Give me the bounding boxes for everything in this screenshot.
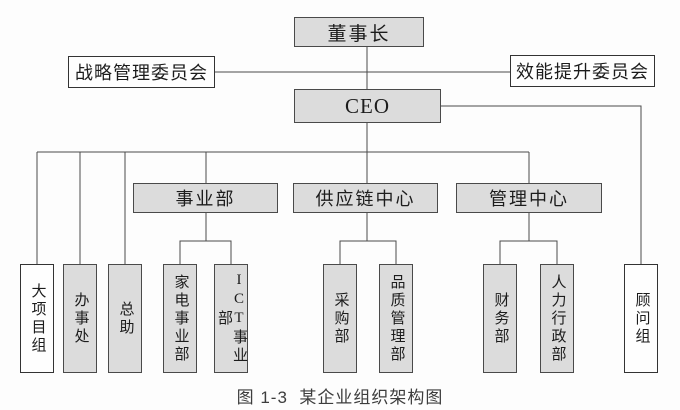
- node-appliance-division: 家电事业部: [163, 264, 197, 373]
- node-strategy-committee: 战略管理委员会: [68, 56, 215, 88]
- node-label: 家电事业部: [172, 273, 189, 364]
- node-label: 办事处: [72, 291, 89, 346]
- node-supply-chain-center: 供应链中心: [293, 183, 438, 213]
- node-label: 大项目组: [29, 282, 46, 355]
- node-quality-dept: 品质管理部: [379, 264, 413, 373]
- node-general-assistant: 总助: [108, 264, 142, 373]
- node-label: 品质管理部: [388, 273, 405, 364]
- connector-path: [36, 47, 642, 264]
- node-label: 顾问组: [633, 291, 650, 346]
- node-chairman: 董事长: [294, 17, 424, 47]
- node-finance-dept: 财务部: [483, 264, 517, 373]
- node-label: 采购部: [332, 291, 349, 346]
- node-office: 办事处: [63, 264, 97, 373]
- node-management-center: 管理中心: [456, 183, 602, 213]
- node-consultant-group: 顾问组: [624, 264, 658, 373]
- node-efficiency-committee: 效能提升委员会: [510, 55, 655, 87]
- node-ict-division: ICT事业部: [214, 264, 248, 373]
- node-label: ICT事业部: [216, 272, 247, 365]
- figure-caption: 图 1-3 某企业组织架构图: [236, 388, 444, 407]
- node-procurement-dept: 采购部: [323, 264, 357, 373]
- node-large-project-group: 大项目组: [20, 264, 54, 373]
- node-label: 财务部: [492, 291, 509, 346]
- node-business-division: 事业部: [133, 183, 278, 213]
- node-hr-admin-dept: 人力行政部: [540, 264, 574, 373]
- node-ceo: CEO: [294, 89, 441, 123]
- node-label: 人力行政部: [549, 273, 566, 364]
- node-label: 总助: [117, 300, 134, 337]
